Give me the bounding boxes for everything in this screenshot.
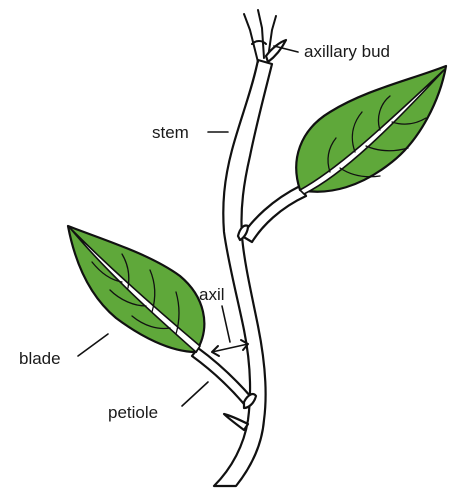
label-petiole: petiole [108,403,158,422]
upper-leaf [242,66,446,242]
upper-leaf-blade [296,66,446,192]
label-axillary-bud: axillary bud [304,42,390,61]
label-axil: axil [199,285,225,304]
axil-leader [222,306,230,342]
label-blade: blade [19,349,61,368]
label-stem: stem [152,123,189,142]
axillary-bud-upper [266,40,286,62]
base-stub [224,414,248,430]
petiole-leader [182,382,208,406]
blade-leader [78,334,108,356]
